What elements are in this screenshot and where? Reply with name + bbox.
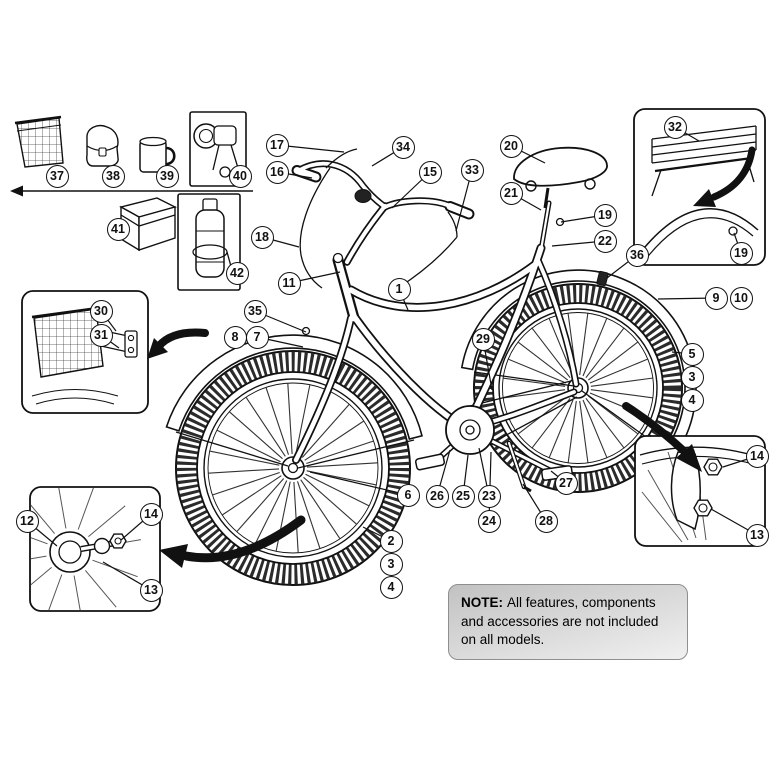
hub-pointer-arrow <box>181 515 306 563</box>
accessory-bag <box>86 124 119 167</box>
inset-rear-rack <box>633 108 766 266</box>
headset <box>332 252 344 264</box>
pointer-arrows <box>147 328 702 568</box>
dropout-pointer-arrow <box>622 402 689 456</box>
left-brake-lever <box>325 148 358 169</box>
handlebar-details <box>299 148 458 289</box>
inset-front-basket <box>21 290 149 414</box>
front-wheel <box>175 350 411 586</box>
bell <box>354 189 372 203</box>
inset-front-hub <box>29 486 161 612</box>
rear-brake-cable <box>397 236 458 289</box>
front-wheel-spokes <box>208 383 378 553</box>
saddle <box>513 146 608 227</box>
note-text: All features, components and accessories… <box>461 595 659 648</box>
front-brake-cable <box>299 167 331 289</box>
accessory-trunk-box <box>119 197 177 252</box>
bicycle-illustration <box>165 146 697 586</box>
accessory-basket <box>14 115 64 168</box>
right-brake-lever <box>447 211 458 238</box>
divider-arrow-line <box>10 185 253 197</box>
note-label: NOTE: <box>461 595 503 610</box>
accessory-headlight-box <box>189 111 247 187</box>
left-pedal <box>414 453 446 471</box>
inset-rear-dropout <box>634 435 766 547</box>
frame-fill <box>293 161 578 463</box>
rear-reflector <box>596 270 609 287</box>
drivetrain <box>414 405 573 493</box>
rack-pointer-arrow <box>710 146 756 201</box>
basket-pointer-arrow <box>155 328 209 350</box>
accessory-mug <box>139 136 176 173</box>
accessory-water-bottle-box <box>177 193 241 291</box>
note-box: NOTE:All features, components and access… <box>448 584 688 660</box>
